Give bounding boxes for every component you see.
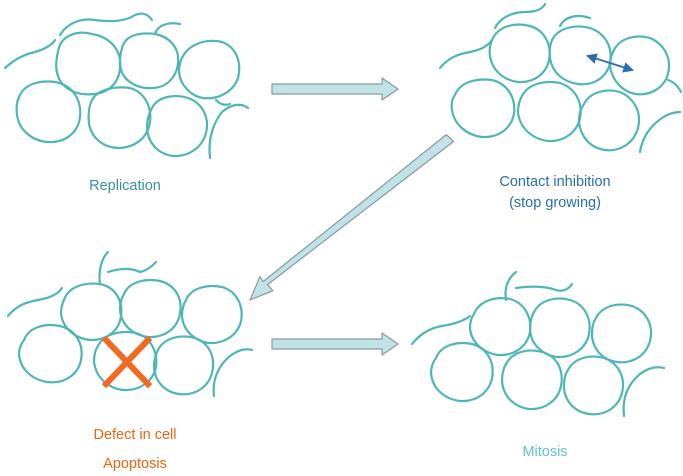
cell-wall-fragment: [98, 250, 110, 286]
cell: [17, 323, 83, 384]
cell: [145, 95, 209, 158]
cell-wall-fragment: [504, 270, 518, 302]
cell: [500, 349, 563, 411]
cell-wall-fragment: [493, 2, 547, 30]
cell: [548, 25, 612, 86]
cell: [562, 355, 625, 416]
double-headed-arrow-icon: [585, 53, 635, 73]
mitosis-label: Mitosis: [522, 444, 568, 460]
cell-wall-fragment: [438, 38, 494, 70]
cell-wall-fragment: [208, 103, 250, 160]
defect-in-cell-label: Defect in cell: [93, 427, 177, 443]
cell-wall-fragment: [410, 314, 472, 346]
cell-wall-fragment: [153, 22, 182, 36]
cell: [118, 278, 182, 339]
cell: [528, 297, 591, 359]
cell: [450, 78, 516, 139]
cell-wall-fragment: [58, 12, 154, 37]
cell-wall-fragment: [638, 110, 682, 154]
cell: [429, 341, 494, 403]
cell-wall-fragment: [212, 348, 254, 398]
cell-wall-fragment: [214, 98, 232, 106]
replication-cell-cluster: [3, 12, 250, 160]
cell: [15, 80, 82, 144]
cell: [177, 39, 241, 100]
cell-wall-fragment: [666, 78, 683, 94]
cell: [590, 303, 653, 364]
cell: [118, 32, 180, 90]
block-arrow-icon: [271, 332, 399, 356]
cell: [577, 89, 641, 152]
cell: [87, 86, 152, 150]
block-arrow-icon: [271, 77, 399, 101]
cell-wall-fragment: [106, 260, 158, 274]
apoptosis-label: Apoptosis: [103, 456, 167, 472]
cell: [152, 335, 215, 396]
defect-cell-cluster: [6, 250, 254, 398]
cell-wall-fragment: [6, 286, 64, 318]
mitosis-cell-cluster: [410, 270, 666, 418]
block-arrow-icon: [249, 134, 455, 301]
contact-inhibition-label: Contact inhibition: [499, 174, 611, 190]
stop-growing-label: (stop growing): [509, 195, 601, 211]
cell: [516, 80, 582, 143]
replication-label: Replication: [89, 178, 161, 194]
contact-inhibition-cell-cluster: [438, 2, 683, 154]
cell-wall-fragment: [3, 38, 57, 70]
cell: [488, 23, 551, 84]
cell-wall-fragment: [622, 366, 666, 418]
cell: [180, 284, 243, 345]
cell: [55, 31, 122, 96]
cell-wall-fragment: [558, 15, 592, 28]
cell-wall-fragment: [514, 282, 574, 292]
x-mark-icon: [101, 335, 153, 389]
